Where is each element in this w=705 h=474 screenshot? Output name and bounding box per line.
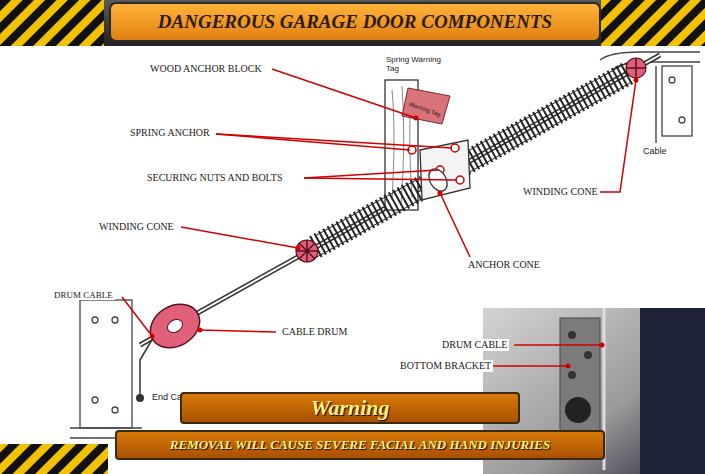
- spring-edge: [315, 175, 425, 236]
- drum-cable: [140, 338, 153, 396]
- leader-dot: [150, 78, 639, 369]
- winding-cone: [626, 58, 646, 78]
- warning-banner: WarningREMOVAL WILL CAUSE SEVERE FACIAL …: [115, 392, 605, 462]
- cable-drum: [165, 317, 185, 335]
- title-box: [110, 3, 600, 41]
- torsion-shaft: [140, 55, 660, 345]
- winding-cone: [296, 240, 318, 262]
- left-spring: [315, 186, 425, 247]
- tag-text: Warning Tag: [406, 100, 443, 119]
- tag-label: Spring Warning Tag: [384, 55, 450, 73]
- warning-heading: Warning: [180, 392, 520, 424]
- part-label: ANCHOR CONE: [466, 259, 542, 271]
- spring-anchor: [408, 140, 470, 200]
- cable-drum: [142, 296, 207, 357]
- lift-cable: [655, 66, 656, 143]
- part-label: WINDING CONE: [521, 186, 600, 198]
- part-label: WOOD ANCHOR BLOCK: [148, 63, 264, 75]
- part-label: CABLE DRUM: [280, 326, 349, 338]
- part-label: SPRING ANCHOR: [128, 127, 212, 139]
- spring-edge: [455, 61, 630, 158]
- leader-line: [122, 69, 636, 366]
- title-text: DANGEROUS GARAGE DOOR COMPONENTS: [112, 4, 598, 40]
- stop-button: [136, 394, 144, 402]
- part-label: SECURING NUTS AND BOLTS: [145, 172, 284, 184]
- spring-edge: [455, 83, 630, 180]
- spring-edge: [315, 197, 425, 258]
- part-label: BOTTOM BRACKET: [398, 360, 493, 372]
- end-bracket: [70, 300, 142, 438]
- hazard-stripes: [0, 0, 104, 46]
- warning-text: REMOVAL WILL CAUSE SEVERE FACIAL AND HAN…: [115, 430, 605, 460]
- hazard-stripes: [0, 444, 108, 474]
- part-label: DRUM CABLE: [52, 290, 115, 300]
- part-label: DRUM CABLE: [440, 339, 509, 351]
- part-label: WINDING CONE: [97, 221, 176, 233]
- right-spring: [455, 72, 630, 169]
- title-bar: [0, 0, 705, 46]
- part-label: Cable: [641, 146, 669, 156]
- hazard-stripes: [601, 0, 705, 46]
- torsion-shaft: [140, 55, 660, 345]
- warning-tag: [402, 88, 450, 124]
